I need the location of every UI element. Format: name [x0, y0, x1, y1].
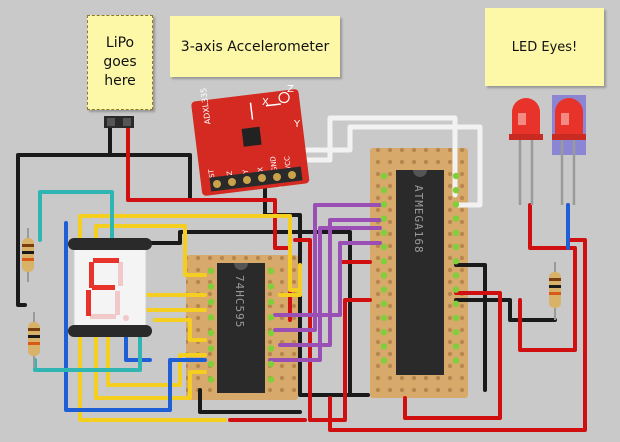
chip-pin [452, 272, 460, 279]
chip-pin [380, 172, 388, 180]
microcontroller-chip: ATMEGA168 [380, 170, 460, 375]
chip-pin [452, 329, 460, 336]
chip-pin [380, 357, 388, 364]
wire-black [263, 185, 357, 397]
chip-pin [452, 343, 460, 350]
wire-red [403, 291, 502, 420]
seven-segment-display: F [68, 238, 191, 337]
chip-pin [452, 286, 460, 293]
chip-pin [452, 187, 460, 194]
wire-yellow [94, 224, 207, 277]
display-digit: F [190, 249, 191, 251]
chip-pin [452, 300, 460, 307]
wire-black [198, 388, 302, 414]
resistor-right [549, 262, 561, 320]
wire-purple [273, 203, 382, 332]
pin-label-x: X [256, 166, 265, 172]
pin-label-gnd: GND [269, 156, 279, 173]
accelerometer-pin-labels: ST Z Y X GND VCC [207, 155, 293, 178]
axis-label-y: Y [293, 119, 301, 130]
note-lipo: LiPo goes here [87, 15, 153, 110]
chip-pin [452, 258, 460, 265]
chip-pin [380, 343, 388, 350]
chip-pin [452, 357, 460, 364]
chip-pin [267, 283, 275, 290]
chip-pin [380, 300, 388, 307]
chip-pin [207, 314, 215, 321]
chip-pin [380, 243, 388, 251]
chip-pin [452, 314, 460, 322]
chip-pin [207, 345, 215, 352]
note-accelerometer-text: 3-axis Accelerometer [180, 38, 330, 55]
chip-pin [452, 215, 460, 222]
chip-pin [267, 267, 275, 275]
chip-pin [267, 345, 275, 352]
wire-yellow [94, 333, 207, 400]
pin-label-y: Y [242, 168, 251, 175]
wire-yellow [78, 214, 302, 292]
pin-label-st: ST [207, 168, 216, 178]
accelerometer-label: ADXL335 [199, 87, 212, 125]
wire-blue [64, 221, 207, 412]
chip-pin [380, 286, 388, 293]
chip-pin [380, 329, 388, 336]
chip-pin [380, 215, 388, 222]
shift-register-label: 74HC595 [233, 275, 246, 328]
note-accelerometer: 3-axis Accelerometer [170, 16, 340, 77]
chip-pin [452, 243, 460, 251]
wire-yellow [153, 318, 207, 342]
chip-pin [207, 376, 215, 383]
shift-register-chip: 74HC595 [207, 263, 275, 393]
chip-pin [267, 329, 275, 337]
wire-black [454, 298, 557, 322]
chip-pin [380, 314, 388, 322]
chip-pin [452, 201, 460, 208]
chip-pin [267, 314, 275, 321]
accelerometer-header [209, 166, 303, 192]
chip-pin [207, 283, 215, 290]
wire-yellow [78, 333, 227, 422]
resistor-left-top [22, 228, 34, 282]
led-right [552, 95, 586, 205]
chip-pin [380, 229, 388, 236]
chip-pin [207, 267, 215, 275]
chip-pin [380, 201, 388, 208]
chip-pin [207, 329, 215, 337]
wire-black [16, 123, 112, 307]
wire-purple [273, 241, 382, 317]
led-left [509, 98, 543, 205]
chip-pin [207, 360, 215, 368]
note-led-eyes-text: LED Eyes! [511, 39, 578, 55]
wire-red [293, 238, 372, 422]
wire-cyan [38, 190, 114, 242]
chip-pin [380, 272, 388, 279]
wire-purple [278, 218, 382, 347]
wire-red [518, 203, 577, 352]
chip-pin [207, 298, 215, 306]
wire-yellow [278, 263, 302, 297]
wire-black [108, 153, 192, 202]
chip-pin [380, 187, 388, 194]
wire-purple [268, 226, 382, 362]
pin-label-z: Z [226, 170, 235, 176]
pin-label-vcc: VCC [283, 155, 293, 171]
battery-connector [104, 116, 134, 128]
wire-black [454, 263, 487, 392]
chip-pin [267, 360, 275, 368]
resistor-left-bottom [28, 312, 40, 368]
axis-label-x: X [262, 97, 269, 108]
axis-label-z: Z [287, 84, 294, 95]
chip-pin [452, 229, 460, 236]
microcontroller-label: ATMEGA168 [412, 185, 425, 254]
note-led-eyes: LED Eyes! [485, 8, 604, 86]
chip-pin [267, 376, 275, 383]
chip-pin [267, 298, 275, 306]
chip-pin [452, 172, 460, 180]
note-lipo-text: LiPo goes here [103, 35, 137, 89]
chip-pin [380, 258, 388, 265]
